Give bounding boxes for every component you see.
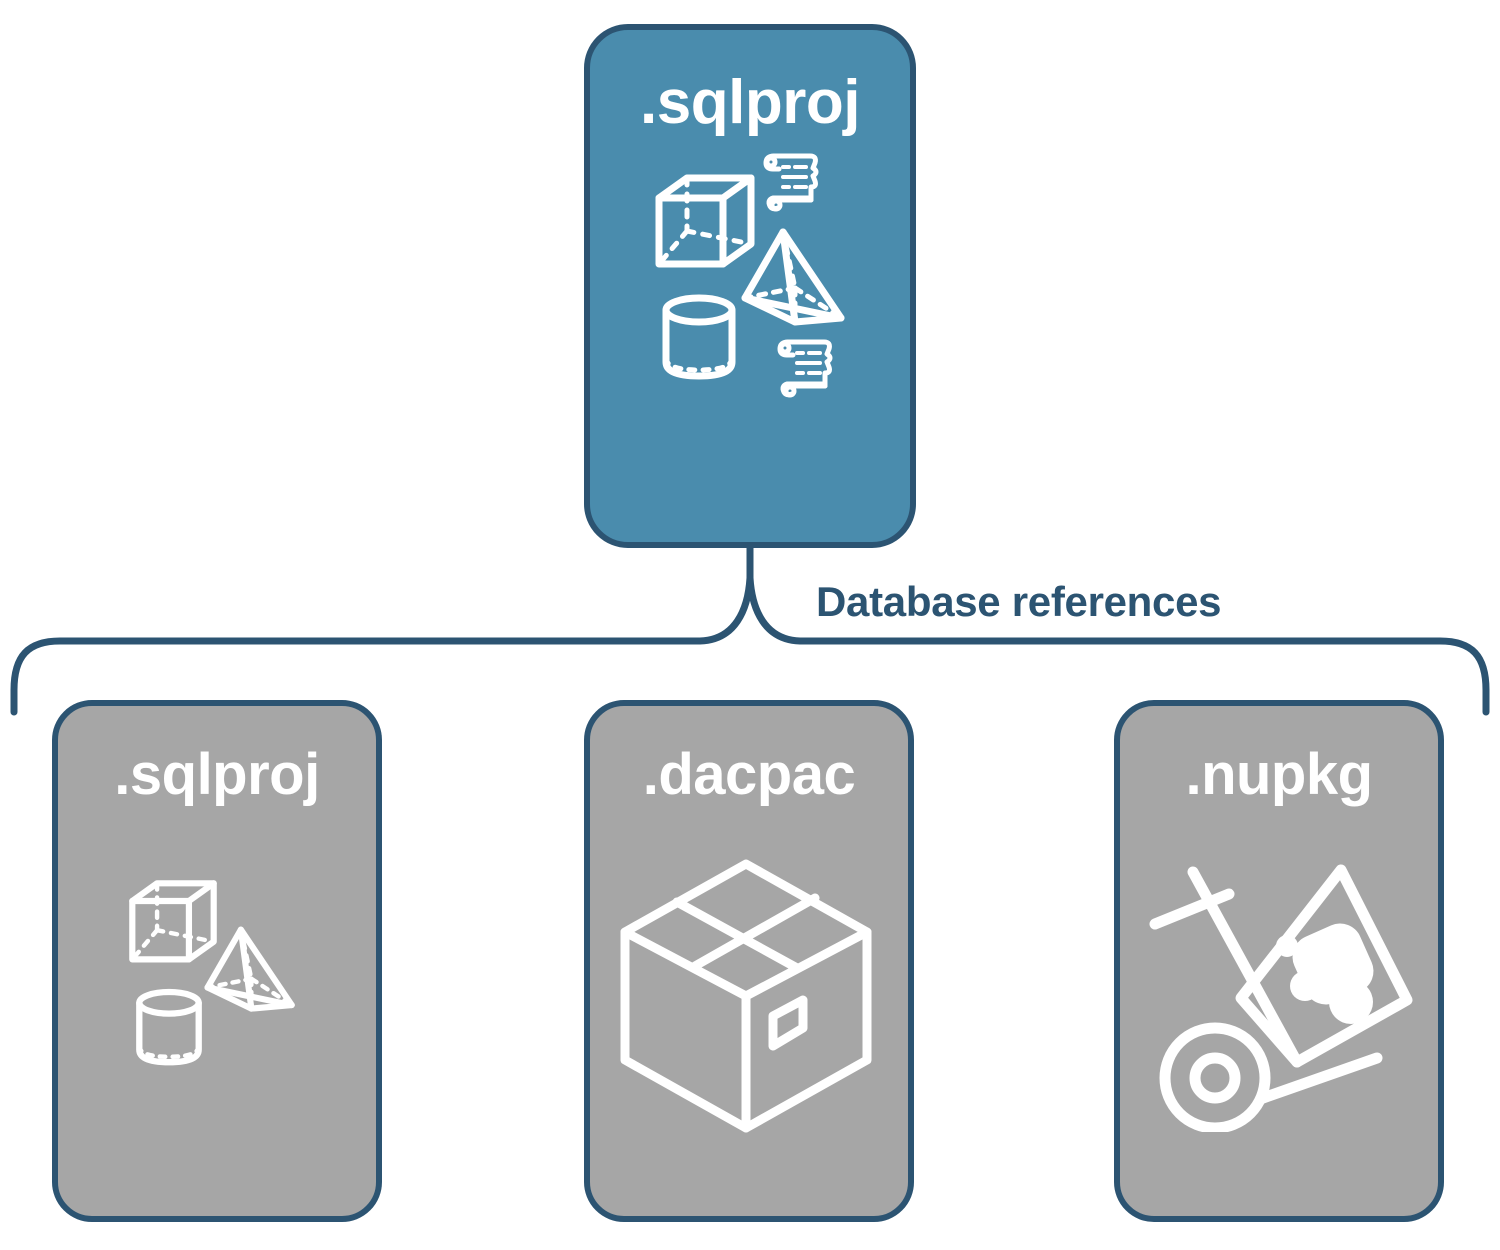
package-box-icon [620, 859, 872, 1133]
cube-icon [129, 880, 217, 963]
pyramid-icon [741, 228, 845, 326]
target-card-sqlproj[interactable]: .sqlproj [52, 700, 382, 1222]
source-card-icon-group [635, 144, 865, 424]
cylinder-icon [136, 988, 202, 1066]
source-card-title: .sqlproj [640, 68, 860, 137]
source-card-sqlproj[interactable]: .sqlproj [584, 24, 916, 548]
connector-label: Database references [816, 578, 1222, 625]
cylinder-icon [662, 294, 736, 380]
scroll-icon [763, 153, 819, 212]
target-card-dacpac[interactable]: .dacpac [584, 700, 914, 1222]
target-card-title-dacpac: .dacpac [642, 742, 856, 807]
hand-truck-nuget-icon [1149, 864, 1413, 1132]
target-sqlproj-icon-group [67, 816, 367, 1146]
target-card-title-sqlproj: .sqlproj [114, 742, 320, 807]
scroll-icon [777, 339, 833, 398]
target-card-nupkg[interactable]: .nupkg [1114, 700, 1444, 1222]
target-card-title-nupkg: .nupkg [1185, 742, 1373, 807]
connector-left-arm [10, 574, 754, 716]
target-nupkg-icon-group [1129, 816, 1429, 1146]
target-dacpac-icon-group [599, 816, 899, 1146]
cube-icon [655, 174, 755, 268]
pyramid-icon [204, 926, 295, 1012]
